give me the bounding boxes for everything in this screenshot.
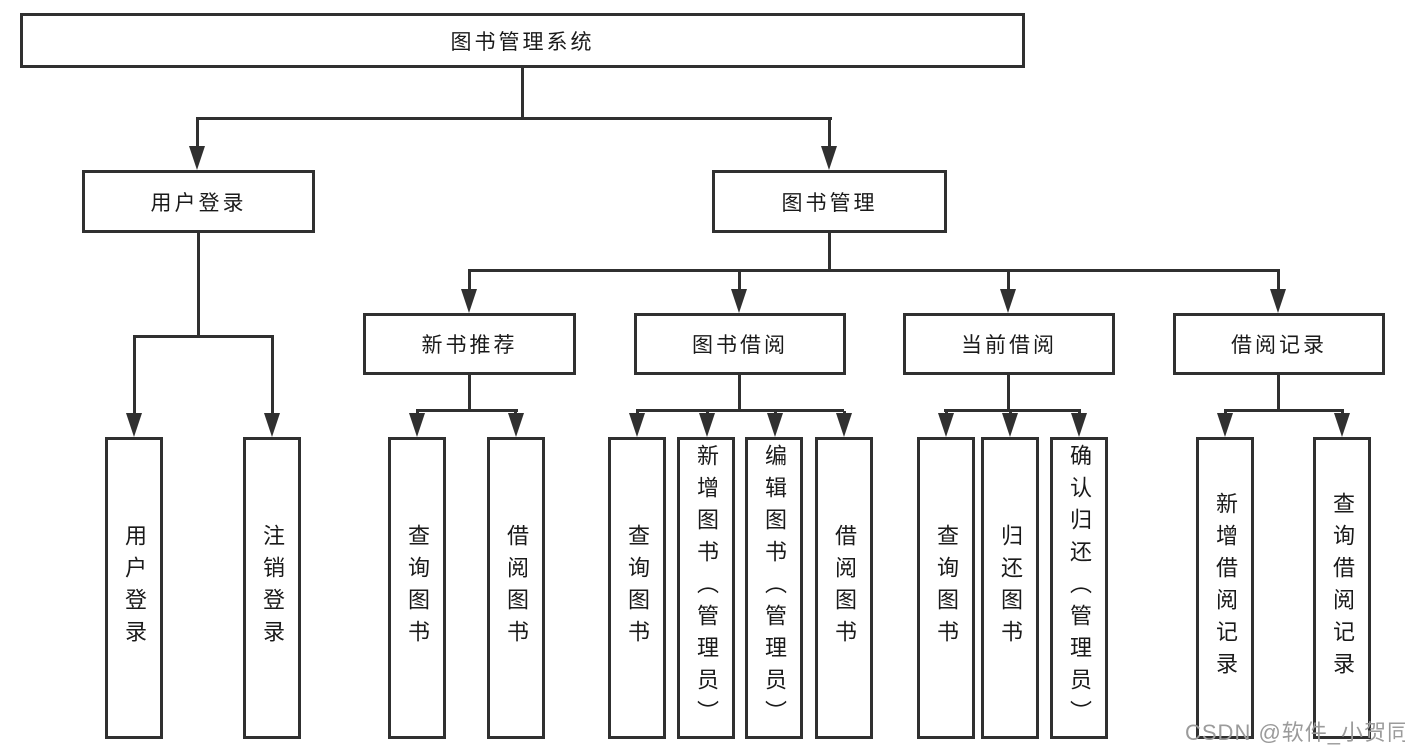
node-label: 借阅图书 <box>832 524 857 652</box>
connector-line <box>196 117 832 120</box>
arrow-down-icon <box>836 413 852 437</box>
node-label: 用户登录 <box>122 524 147 652</box>
arrow-down-icon <box>1217 413 1233 437</box>
connector-line <box>828 233 831 270</box>
node-label: 图书管理 <box>781 191 878 215</box>
connector-line <box>1224 409 1344 412</box>
node-label: 确认归还（管理员） <box>1067 444 1092 732</box>
leaf-confirm-return-admin: 确认归还（管理员） <box>1050 437 1108 739</box>
node-borrowing-records: 借阅记录 <box>1173 313 1385 375</box>
node-label: 查询图书 <box>405 524 430 652</box>
node-label: 新增借阅记录 <box>1213 492 1238 684</box>
node-label: 查询图书 <box>934 524 959 652</box>
node-label: 编辑图书（管理员） <box>762 444 787 732</box>
leaf-add-book-admin: 新增图书（管理员） <box>677 437 735 739</box>
node-book-management: 图书管理 <box>712 170 947 233</box>
arrow-down-icon <box>189 146 205 170</box>
leaf-query-books-recommend: 查询图书 <box>388 437 446 739</box>
node-label: 借阅图书 <box>504 524 529 652</box>
connector-line <box>468 375 471 410</box>
node-label: 用户登录 <box>150 191 247 215</box>
leaf-query-books-borrowing: 查询图书 <box>608 437 666 739</box>
connector-line <box>133 337 136 414</box>
leaf-borrow-books-recommend: 借阅图书 <box>487 437 545 739</box>
arrow-down-icon <box>767 413 783 437</box>
arrow-down-icon <box>409 413 425 437</box>
node-label: 借阅记录 <box>1231 334 1327 357</box>
node-label: 新书推荐 <box>421 334 518 357</box>
leaf-return-books: 归还图书 <box>981 437 1039 739</box>
arrow-down-icon <box>126 413 142 437</box>
connector-line <box>1277 375 1280 410</box>
connector-line <box>196 119 199 147</box>
node-library-management-system: 图书管理系统 <box>20 13 1025 68</box>
arrow-down-icon <box>938 413 954 437</box>
node-new-book-recommendation: 新书推荐 <box>363 313 576 375</box>
arrow-down-icon <box>461 289 477 313</box>
node-label: 查询借阅记录 <box>1330 492 1355 684</box>
connector-line <box>468 271 471 289</box>
connector-line <box>738 375 741 410</box>
leaf-add-borrow-record: 新增借阅记录 <box>1196 437 1254 739</box>
arrow-down-icon <box>1002 413 1018 437</box>
connector-line <box>133 335 274 338</box>
node-label: 查询图书 <box>625 524 650 652</box>
connector-line <box>944 409 1081 412</box>
connector-line <box>416 409 518 412</box>
connector-line <box>271 337 274 414</box>
connector-line <box>636 409 844 412</box>
leaf-edit-book-admin: 编辑图书（管理员） <box>745 437 803 739</box>
node-label: 注销登录 <box>260 524 285 652</box>
arrow-down-icon <box>508 413 524 437</box>
arrow-down-icon <box>821 146 837 170</box>
connector-line <box>197 233 200 336</box>
leaf-borrow-books-borrowing: 借阅图书 <box>815 437 873 739</box>
arrow-down-icon <box>731 289 747 313</box>
node-label: 当前借阅 <box>961 334 1057 357</box>
leaf-query-books-current: 查询图书 <box>917 437 975 739</box>
node-user-login: 用户登录 <box>82 170 315 233</box>
connector-line <box>1007 375 1010 410</box>
arrow-down-icon <box>1071 413 1087 437</box>
watermark: CSDN @软件_小贺同学 <box>1185 720 1405 745</box>
node-label: 归还图书 <box>998 524 1023 652</box>
connector-line <box>1007 271 1010 289</box>
connector-line <box>828 119 831 147</box>
connector-line <box>521 68 524 118</box>
node-book-borrowing: 图书借阅 <box>634 313 846 375</box>
arrow-down-icon <box>264 413 280 437</box>
arrow-down-icon <box>1334 413 1350 437</box>
arrow-down-icon <box>699 413 715 437</box>
node-current-borrowing: 当前借阅 <box>903 313 1115 375</box>
leaf-query-borrow-record: 查询借阅记录 <box>1313 437 1371 739</box>
node-label: 图书管理系统 <box>450 30 595 54</box>
connector-line <box>1277 271 1280 289</box>
arrow-down-icon <box>629 413 645 437</box>
node-label: 新增图书（管理员） <box>694 444 719 732</box>
leaf-user-login: 用户登录 <box>105 437 163 739</box>
connector-line <box>468 269 1280 272</box>
node-label: 图书借阅 <box>692 334 788 357</box>
leaf-logout: 注销登录 <box>243 437 301 739</box>
connector-line <box>738 271 741 289</box>
arrow-down-icon <box>1000 289 1016 313</box>
arrow-down-icon <box>1270 289 1286 313</box>
